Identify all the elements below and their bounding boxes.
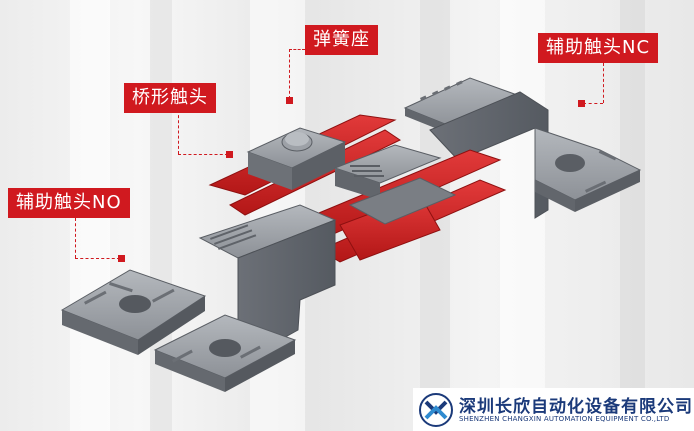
company-name-en: SHENZHEN CHANGXIN AUTOMATION EQUIPMENT C… — [459, 415, 670, 423]
spring-seat-leader-dot — [286, 97, 293, 104]
spring-seat-leader-h — [289, 49, 305, 50]
background-stripe — [620, 0, 645, 431]
aux-no-leader-dot — [118, 255, 125, 262]
aux-contact-no-terminal — [60, 204, 337, 392]
aux-nc-leader — [603, 63, 604, 103]
spring-seat — [246, 127, 347, 190]
carriage-body — [333, 144, 457, 225]
aux-contact-nc-terminal — [403, 77, 642, 219]
aux-nc-leader-dot — [578, 100, 585, 107]
spring-seat-leader — [289, 49, 290, 99]
aux-no-leader — [75, 218, 76, 258]
company-name-cn: 深圳长欣自动化设备有限公司 — [459, 397, 693, 417]
aux-contact-nc-label: 辅助触头NC — [538, 33, 659, 63]
bridge-contact-leader-dot — [226, 151, 233, 158]
bridge-contact-leader — [178, 110, 179, 154]
aux-no-leader-h — [75, 258, 120, 259]
spring-seat-label: 弹簧座 — [305, 25, 378, 55]
company-logo-icon — [419, 393, 453, 427]
aux-nc-leader-h — [583, 103, 603, 104]
bridge-contact-leader-h — [178, 154, 228, 155]
aux-contact-no-label: 辅助触头NO — [8, 188, 130, 218]
bridge-contact-label: 桥形触头 — [124, 83, 216, 113]
company-footer: 深圳长欣自动化设备有限公司 SHENZHEN CHANGXIN AUTOMATI… — [413, 388, 694, 431]
